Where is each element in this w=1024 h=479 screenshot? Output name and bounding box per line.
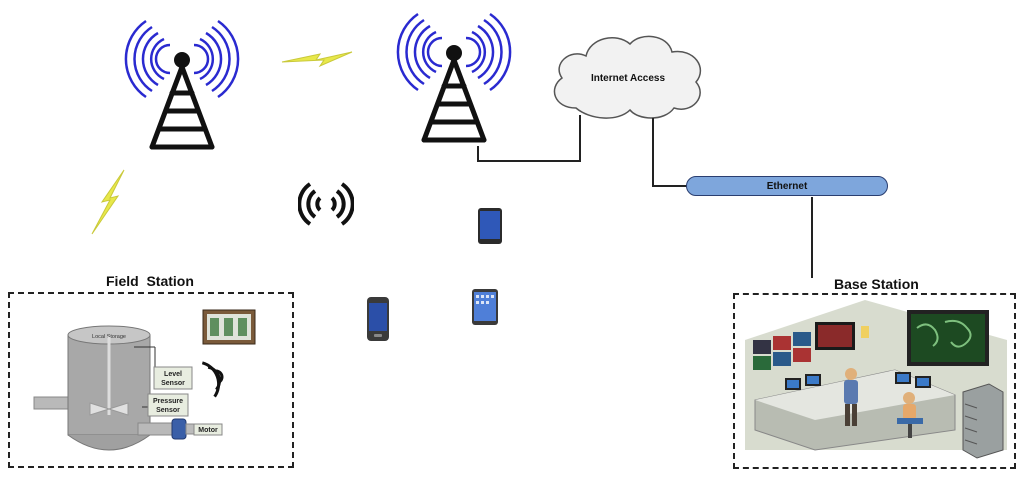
operator-standing-icon xyxy=(844,368,858,426)
lightning-bolt-top-icon xyxy=(281,51,353,68)
level-sensor-label-line2: Sensor xyxy=(161,380,185,387)
motor-icon xyxy=(171,418,187,440)
wireless-signal-icon xyxy=(298,182,354,226)
base-station-title: Base Station xyxy=(834,276,919,292)
field-wireless-icon xyxy=(201,361,224,398)
tablet-bottom-icon xyxy=(472,289,498,325)
lightning-bolt-left-icon xyxy=(91,169,125,235)
level-sensor-label-line1: Level xyxy=(164,371,182,378)
motor-label: Motor xyxy=(198,427,218,434)
cloud-label: Internet Access xyxy=(591,73,666,84)
server-rack-icon xyxy=(962,383,1004,459)
tablet-top-icon xyxy=(478,208,502,244)
radio-tower-left-icon xyxy=(124,19,240,150)
ethernet-bus: Ethernet xyxy=(686,176,888,196)
internet-cloud: Internet Access xyxy=(553,35,702,119)
video-wall xyxy=(753,322,855,370)
field-station-box xyxy=(8,292,294,468)
operator-seated-icon xyxy=(897,392,923,438)
base-station-box xyxy=(733,293,1016,469)
world-map-screen xyxy=(907,310,989,366)
field-station-illustration: Local Storage Level Sensor Pressure Sens… xyxy=(33,309,256,451)
ethernet-label: Ethernet xyxy=(766,180,808,192)
field-station-title: Field Station xyxy=(106,273,194,289)
pressure-sensor-label-line2: Sensor xyxy=(156,407,180,414)
control-room-illustration xyxy=(745,300,1007,459)
radio-tower-right-icon xyxy=(396,12,512,143)
smartphone-icon xyxy=(367,297,389,341)
pressure-sensor-label-line1: Pressure xyxy=(153,398,183,405)
